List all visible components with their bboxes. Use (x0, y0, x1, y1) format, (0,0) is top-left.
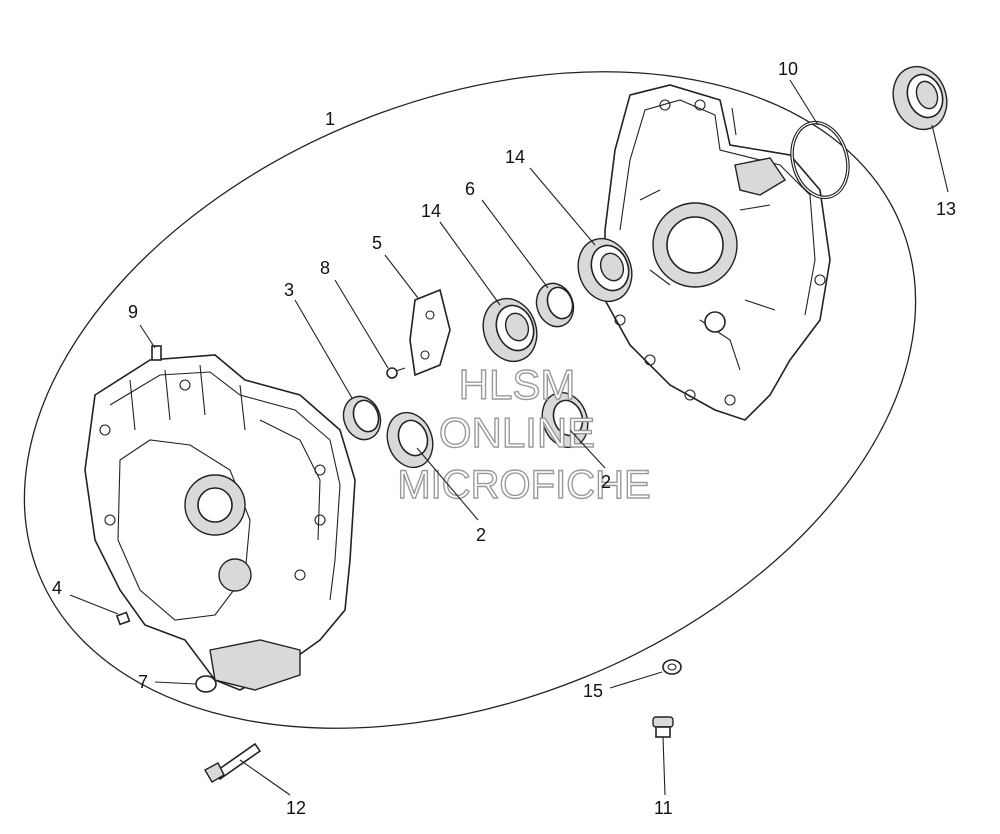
watermark-line3: MICROFICHE (397, 463, 650, 507)
part-bushing-6 (535, 282, 575, 328)
callout-5: 5 (372, 233, 382, 253)
watermark-line1: HLSM (459, 361, 576, 408)
part-bushing-3 (342, 395, 382, 441)
callout-4: 4 (52, 578, 62, 598)
watermark-line2: ONLINE (439, 409, 595, 456)
part-bolt-12 (204, 742, 262, 783)
part-pin-4 (115, 611, 131, 626)
part-bearing-14-right (577, 237, 633, 303)
part-screw-8 (386, 367, 406, 379)
part-baffle-5 (409, 288, 451, 377)
callout-14b: 14 (421, 201, 441, 221)
part-drain-plug-11 (652, 716, 674, 738)
callout-2b: 2 (476, 525, 486, 545)
callout-14a: 14 (505, 147, 525, 167)
part-oil-seal-2-right (541, 391, 589, 449)
callout-10: 10 (778, 59, 798, 79)
leader-lines (69, 79, 949, 796)
part-snap-ring (790, 120, 850, 200)
callout-labels: 1 2 2 3 4 5 6 7 8 9 10 11 12 13 14 14 15 (52, 59, 956, 818)
callout-12: 12 (286, 798, 306, 818)
left-crankcase-half (84, 354, 356, 691)
callout-6: 6 (465, 179, 475, 199)
part-plug-7 (195, 675, 217, 693)
watermark: HLSM ONLINE MICROFICHE (397, 360, 652, 507)
callout-9: 9 (128, 302, 138, 322)
callout-13: 13 (936, 199, 956, 219)
callout-2a: 2 (601, 472, 611, 492)
callout-7: 7 (138, 672, 148, 692)
part-washer-15 (662, 659, 682, 675)
part-oil-seal-13 (892, 65, 948, 131)
callout-11: 11 (654, 798, 673, 818)
right-crankcase-half (604, 84, 831, 421)
callout-8: 8 (320, 258, 330, 278)
callout-1: 1 (325, 109, 335, 129)
callout-15: 15 (583, 681, 603, 701)
callout-3: 3 (284, 280, 294, 300)
part-bearing-14-left (482, 297, 538, 363)
part-pin-9 (151, 345, 162, 361)
